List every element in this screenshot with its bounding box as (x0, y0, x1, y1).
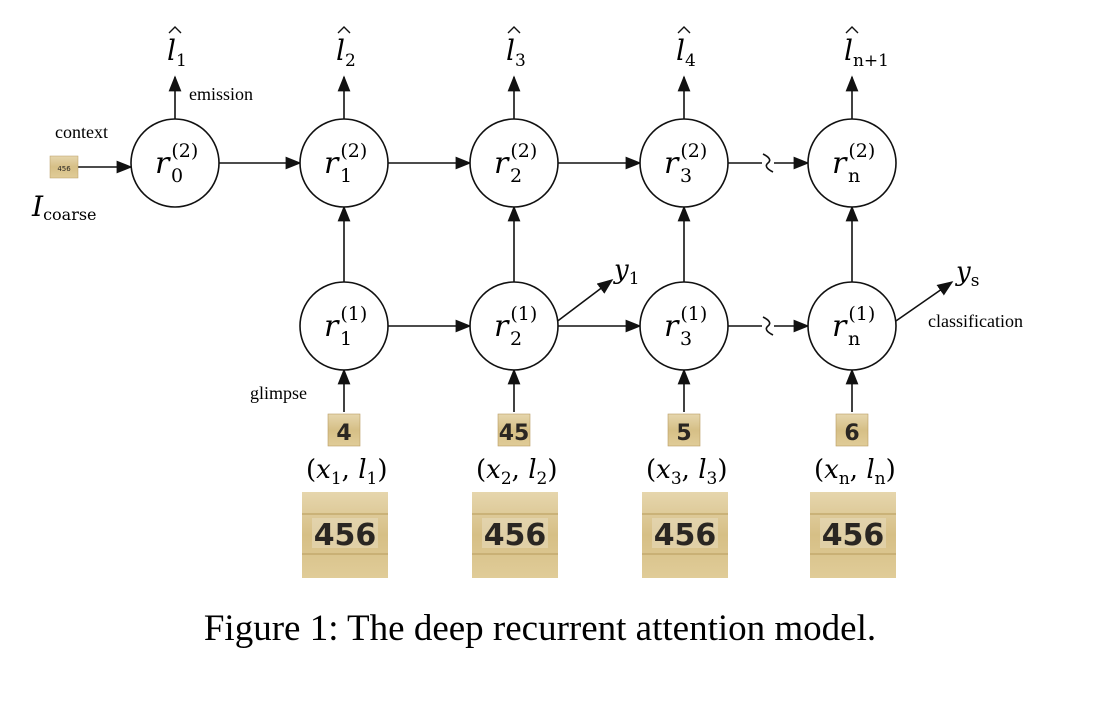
node-r2-1-circle (469, 281, 559, 371)
input-image-4: 456 (810, 492, 896, 578)
emission-lhat-2: l2 (336, 34, 356, 71)
glimpse-coord-2: (x2, l2) (476, 455, 558, 489)
edge-output-ys (892, 281, 954, 324)
glimpse-coord-1: (x1, l1) (306, 455, 388, 489)
input-image-text-2: 456 (484, 518, 547, 553)
emission-lhat-1: l1 (167, 34, 187, 71)
context-thumbnail-text: 456 (57, 165, 71, 173)
node-r3-1: r(1)3 (639, 281, 729, 371)
node-rn-1-label: r(1)n (832, 303, 875, 350)
node-r1-1-circle (299, 281, 389, 371)
node-r0-2-label: r(2)0 (155, 140, 198, 187)
node-r2-1-label: r(1)2 (494, 303, 537, 350)
emission-label: emission (189, 84, 253, 104)
hat-mark-4 (677, 26, 691, 34)
node-r1-1: r(1)1 (299, 281, 389, 371)
emission-labels: l1 l2 l3 l4 ln+1 y1 ys (167, 26, 979, 291)
node-r1-2-label: r(2)1 (324, 140, 367, 187)
node-r3-2-circle (639, 118, 729, 208)
nodes: r(2)0 r(2)1 r(2)2 r(2)3 r(2)n r(1)1 r(1)2 r(1)3… (130, 118, 897, 371)
input-image-text-1: 456 (314, 518, 377, 553)
input-image-2: 456 (472, 492, 558, 578)
output-ys: ys (955, 257, 979, 291)
input-image-text-4: 456 (822, 518, 885, 553)
glimpse-patch-1: 4 (327, 413, 361, 447)
node-rn-1-circle (807, 281, 897, 371)
node-r2-2-circle (469, 118, 559, 208)
node-r3-1-circle (639, 281, 729, 371)
node-rn-2-label: r(2)n (832, 140, 875, 187)
node-r2-2-label: r(2)2 (494, 140, 537, 187)
glimpse-label: glimpse (250, 383, 307, 403)
glimpse-patch-2: 45 (497, 413, 531, 447)
node-rn-1: r(1)n (807, 281, 897, 371)
hat-mark-2 (337, 26, 351, 34)
i-coarse-label: Icoarse (31, 190, 97, 224)
i-coarse-main: I (31, 190, 44, 223)
hat-mark-3 (507, 26, 521, 34)
node-r1-1-label: r(1)1 (324, 303, 367, 350)
glimpse-patch-text-4: 6 (844, 421, 859, 446)
input-image-text-3: 456 (654, 518, 717, 553)
node-r2-2: r(2)2 (469, 118, 559, 208)
emission-lhat-4: l4 (676, 34, 696, 71)
node-r1-2-circle (299, 118, 389, 208)
node-r0-2: r(2)0 (130, 118, 220, 208)
glimpse-patch-text-2: 45 (499, 421, 530, 446)
node-r2-1: r(1)2 (469, 281, 559, 371)
figure-caption: Figure 1: The deep recurrent attention m… (204, 608, 876, 649)
glimpse-coord-4: (xn, ln) (814, 455, 896, 489)
emission-lhat-3: l3 (506, 34, 526, 71)
input-image-1: 456 (302, 492, 388, 578)
context-thumbnail: 456 (49, 155, 79, 179)
node-r0-2-circle (130, 118, 220, 208)
node-r3-1-label: r(1)3 (664, 303, 707, 350)
input-image-3: 456 (642, 492, 728, 578)
output-y1: y1 (613, 255, 640, 289)
node-rn-2-circle (807, 118, 897, 208)
edge-output-y1 (554, 279, 614, 324)
glimpse-patch-text-3: 5 (676, 421, 691, 446)
context-label: context (55, 122, 108, 142)
bottom-break-icon (762, 316, 774, 336)
top-break-icon (762, 153, 774, 173)
glimpse-patch-4: 6 (835, 413, 869, 447)
glimpse-coord-3: (x3, l3) (646, 455, 728, 489)
glimpse-patch-text-1: 4 (336, 421, 351, 446)
node-r1-2: r(2)1 (299, 118, 389, 208)
i-coarse-sub: coarse (43, 205, 96, 224)
emission-lhat-5: ln+1 (844, 34, 889, 71)
node-rn-2: r(2)n (807, 118, 897, 208)
glimpse-group: 4 (x1, l1) 456 45 (x2, l2) 456 5 (x3, l3) 456 6 (x… (302, 413, 896, 578)
node-r3-2: r(2)3 (639, 118, 729, 208)
hat-mark-5 (845, 26, 859, 34)
edges (78, 75, 954, 412)
hat-mark-1 (168, 26, 182, 34)
glimpse-patch-3: 5 (667, 413, 701, 447)
classification-label: classification (928, 311, 1023, 331)
node-r3-2-label: r(2)3 (664, 140, 707, 187)
